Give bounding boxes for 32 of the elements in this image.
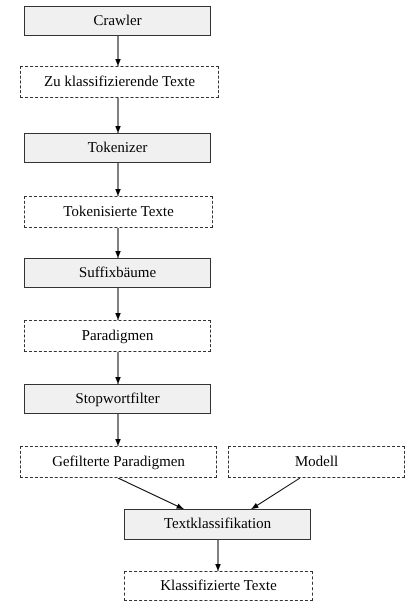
node-label: Stopwortfilter [75,390,160,408]
node-label: Textklassifikation [164,516,272,533]
arrow [115,414,121,446]
node-label: Crawler [93,12,142,30]
process-box [24,258,211,288]
node-label: Klassifizierte Texte [160,578,277,594]
data-box [228,446,405,478]
arrow [115,288,121,320]
node-label: Paradigmen [82,328,154,344]
process-box [124,509,311,540]
data-box [20,66,219,98]
arrow [115,228,121,258]
arrow [118,478,184,510]
data-box [24,196,213,228]
node-label: Tokenizer [88,140,148,156]
arrow [115,352,121,384]
node-label: Modell [294,454,338,470]
process-box [24,133,211,163]
data-box [20,446,217,478]
arrow [115,36,121,66]
data-box [124,571,313,601]
data-box [24,320,211,352]
node-label: Tokenisierte Texte [63,204,174,220]
arrow [115,98,121,134]
node-label: Suffixbäume [78,264,156,282]
arrow [115,162,121,196]
arrow [251,478,300,510]
arrow [215,540,221,572]
node-label: Zu klassifizierende Texte [44,74,196,90]
process-box [24,6,211,36]
node-label: Gefilterte Paradigmen [52,454,185,470]
process-box [24,384,211,414]
